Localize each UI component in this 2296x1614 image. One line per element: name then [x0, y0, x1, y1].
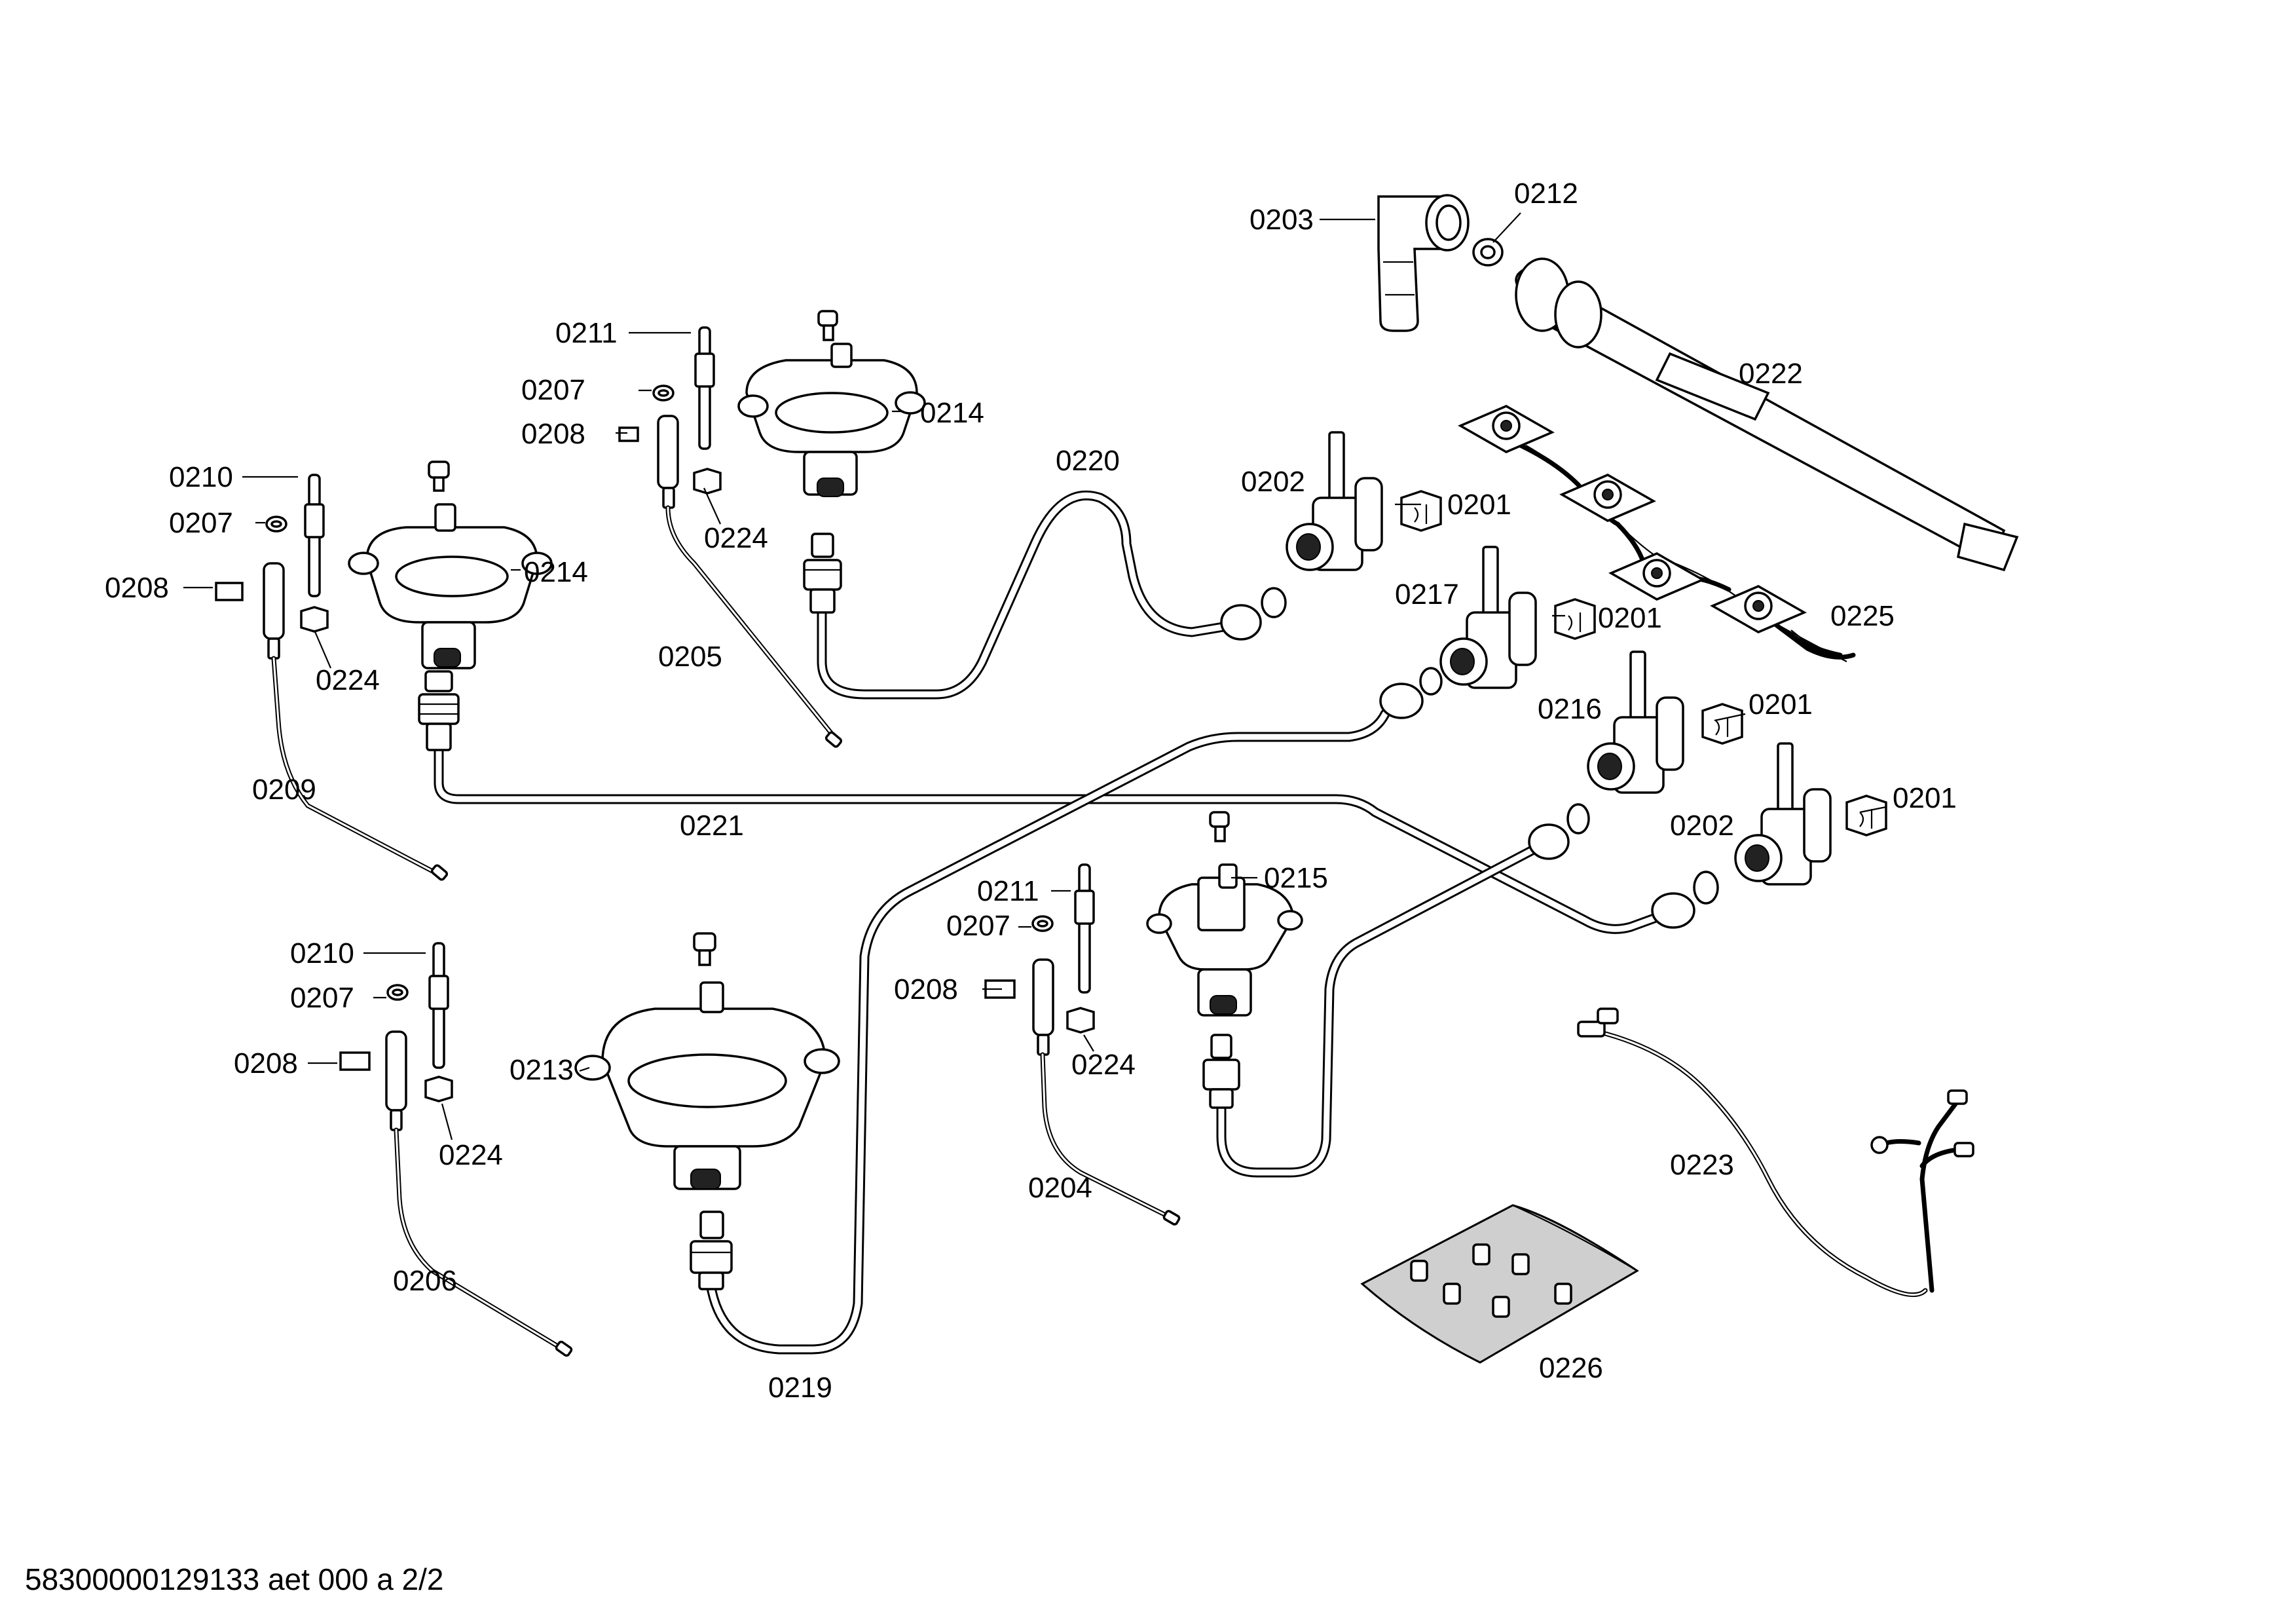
switch-2 — [1559, 474, 1656, 522]
label-0201: 0201 — [1893, 782, 1957, 814]
switch-1 — [1458, 405, 1555, 453]
label-0207: 0207 — [521, 374, 585, 406]
valve-0217 — [1439, 546, 1537, 689]
gas-valves — [1286, 431, 1887, 886]
label-0201: 0201 — [1447, 489, 1511, 521]
label-0204: 0204 — [1028, 1172, 1092, 1204]
label-0201: 0201 — [1749, 688, 1813, 721]
label-0225: 0225 — [1830, 600, 1895, 632]
label-0214: 0214 — [524, 556, 588, 588]
manifold-assembly — [1377, 194, 2019, 572]
label-0219: 0219 — [768, 1372, 832, 1404]
label-0215: 0215 — [1264, 862, 1328, 894]
burner-0215 — [1146, 811, 1303, 1017]
label-0221: 0221 — [680, 810, 744, 842]
label-0211: 0211 — [555, 317, 618, 349]
label-0208: 0208 — [521, 418, 585, 450]
label-0208: 0208 — [105, 572, 169, 604]
gas-pipes — [434, 490, 1672, 1355]
label-0211: 0211 — [977, 875, 1039, 907]
label-0208: 0208 — [894, 973, 958, 1005]
burner-0213 — [574, 932, 840, 1190]
label-0220: 0220 — [1056, 445, 1120, 477]
electrode-set-0206 — [339, 942, 573, 1357]
label-0202: 0202 — [1241, 466, 1305, 498]
label-0210: 0210 — [290, 937, 354, 969]
label-0212: 0212 — [1514, 178, 1578, 210]
label-0224: 0224 — [704, 522, 768, 554]
pipe-connectors — [418, 533, 1719, 1290]
label-0207: 0207 — [290, 982, 354, 1014]
label-0216: 0216 — [1538, 693, 1602, 725]
label-0224: 0224 — [439, 1139, 503, 1171]
valve-0202-top — [1286, 431, 1383, 571]
label-0203: 0203 — [1250, 204, 1314, 236]
burner-0214-top — [737, 310, 926, 497]
label-0207: 0207 — [169, 507, 233, 539]
wiring-harness-0223 — [1577, 1007, 1974, 1298]
document-code: 58300000129133 aet 000 a 2/2 — [25, 1562, 444, 1596]
label-0201: 0201 — [1598, 602, 1662, 634]
screw-bag-0226 — [1360, 1204, 1639, 1364]
part-labels: 0203 0212 0222 0211 0207 0208 0214 0224 … — [105, 178, 1957, 1404]
valve-0216 — [1587, 650, 1684, 794]
ignition-switch-harness — [1458, 405, 1856, 662]
label-0224: 0224 — [316, 664, 380, 696]
valve-0202-bottom — [1734, 742, 1832, 886]
label-0209: 0209 — [252, 774, 316, 806]
ignition-electrodes — [215, 326, 1181, 1357]
label-0213: 0213 — [509, 1054, 574, 1086]
label-0224: 0224 — [1071, 1049, 1136, 1081]
burner-0214-left — [348, 460, 553, 669]
leader-lines — [183, 212, 1887, 1140]
label-0206: 0206 — [393, 1265, 457, 1297]
electrode-set-0204 — [984, 863, 1181, 1226]
electrode-set-0209 — [215, 474, 449, 881]
label-0202: 0202 — [1670, 810, 1734, 842]
label-0208: 0208 — [234, 1047, 298, 1079]
switch-4 — [1710, 585, 1807, 633]
electrode-set-0205 — [618, 326, 843, 748]
label-0217: 0217 — [1395, 578, 1459, 610]
label-0223: 0223 — [1670, 1149, 1734, 1181]
switch-3 — [1608, 552, 1705, 601]
label-0214: 0214 — [920, 397, 984, 429]
label-0205: 0205 — [658, 641, 722, 673]
label-0210: 0210 — [169, 461, 233, 493]
burners — [348, 310, 1303, 1190]
label-0222: 0222 — [1739, 358, 1803, 390]
label-0207: 0207 — [946, 910, 1010, 942]
label-0226: 0226 — [1539, 1352, 1603, 1384]
